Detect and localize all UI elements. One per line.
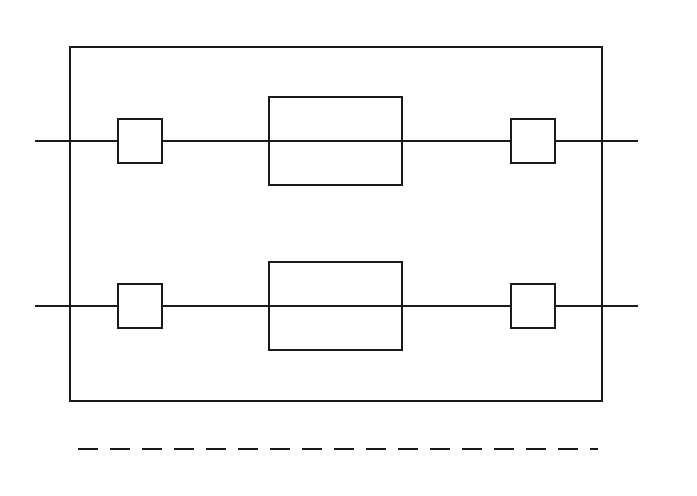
row-top-left-terminal [117,118,163,164]
row-top-right-terminal [510,118,556,164]
row-top [35,96,638,186]
row-bottom [35,261,638,351]
enclosure-box [69,46,603,402]
row-bottom-left-terminal [117,283,163,329]
row-bottom-right-terminal [510,283,556,329]
row-top-center-element [268,96,403,186]
row-bottom-center-element [268,261,403,351]
